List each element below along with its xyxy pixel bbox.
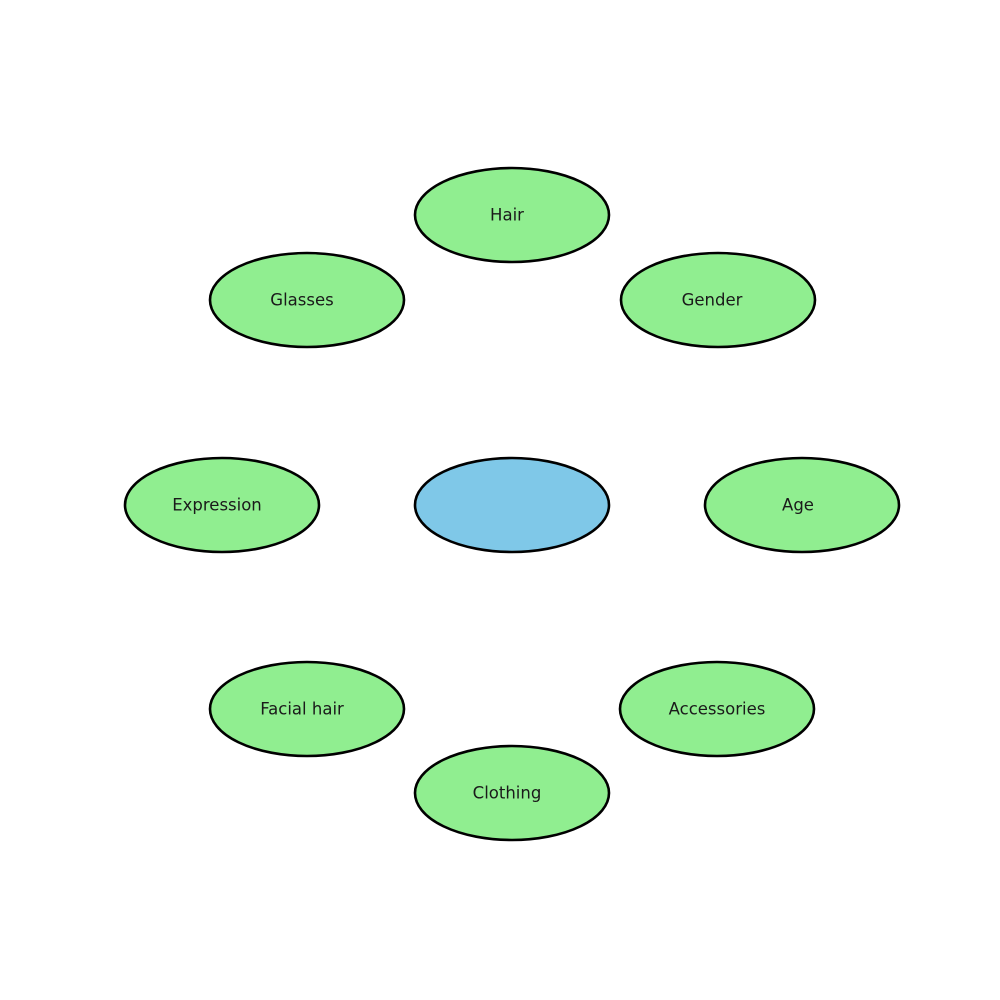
node-clothing[interactable]: Clothing — [413, 744, 611, 842]
node-shape-gender[interactable] — [619, 251, 817, 349]
node-shape-accessories[interactable] — [618, 660, 816, 758]
node-accessories[interactable]: Accessories — [618, 660, 816, 758]
node-shape-glasses[interactable] — [208, 251, 406, 349]
node-glasses[interactable]: Glasses — [208, 251, 406, 349]
node-hair[interactable]: Hair — [413, 166, 611, 264]
node-center[interactable] — [413, 456, 611, 554]
node-shape-facial-hair[interactable] — [208, 660, 406, 758]
node-shape-hair[interactable] — [413, 166, 611, 264]
node-shape-clothing[interactable] — [413, 744, 611, 842]
node-gender[interactable]: Gender — [619, 251, 817, 349]
node-expression[interactable]: Expression — [123, 456, 321, 554]
node-age[interactable]: Age — [703, 456, 901, 554]
node-shape-center[interactable] — [413, 456, 611, 554]
node-facial-hair[interactable]: Facial hair — [208, 660, 406, 758]
node-shape-expression[interactable] — [123, 456, 321, 554]
node-shape-age[interactable] — [703, 456, 901, 554]
